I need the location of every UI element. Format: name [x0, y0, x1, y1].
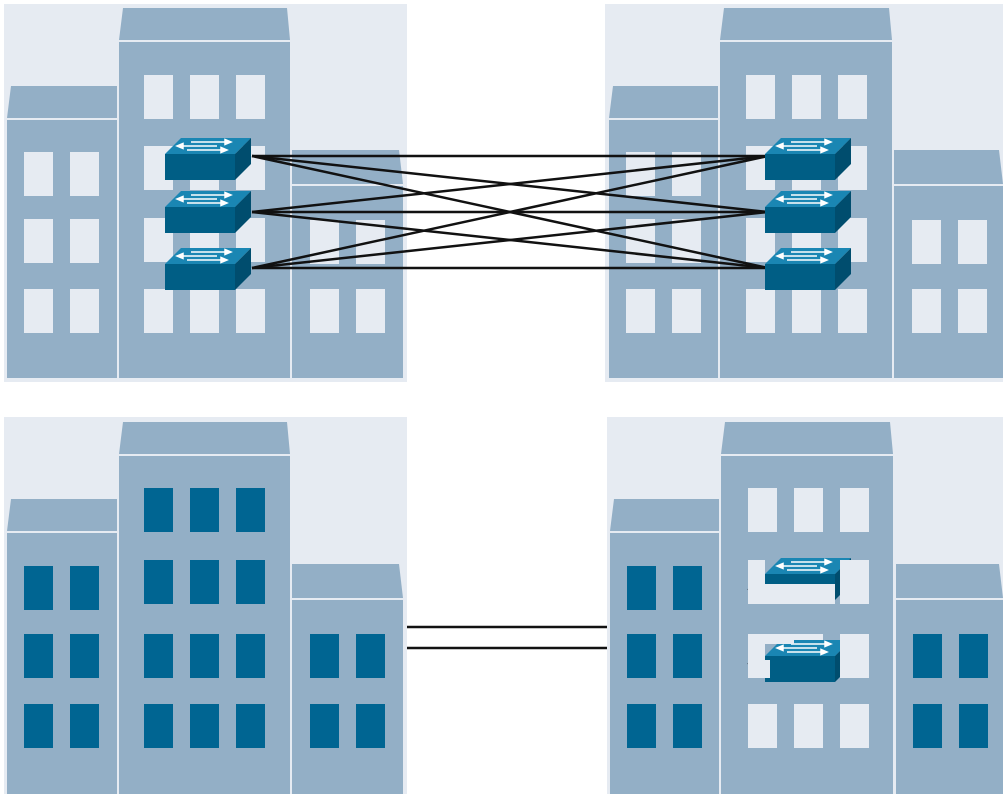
site-bottom-right: [607, 417, 1003, 794]
switch-icon: [164, 247, 252, 291]
building-icon: [7, 86, 117, 378]
window-icon: [748, 488, 869, 748]
building-icon: [610, 499, 719, 794]
building-icon: [119, 422, 290, 794]
switch-icon: [764, 137, 852, 181]
site-top-left: [4, 4, 407, 382]
window-icon: [24, 152, 99, 333]
switch-icon: [764, 247, 852, 291]
building-icon: [721, 422, 893, 794]
site-top-right: [605, 4, 1003, 382]
switch-icon: [764, 190, 852, 234]
mesh-links: [251, 154, 769, 270]
parallel-links: [407, 625, 607, 650]
switch-icon: [164, 137, 252, 181]
building-icon: [894, 150, 1003, 378]
building-icon: [292, 564, 403, 794]
switch-icon: [164, 190, 252, 234]
building-icon: [7, 499, 117, 794]
building-icon: [609, 86, 718, 378]
building-icon: [896, 564, 1003, 794]
site-bottom-left: [4, 417, 407, 794]
